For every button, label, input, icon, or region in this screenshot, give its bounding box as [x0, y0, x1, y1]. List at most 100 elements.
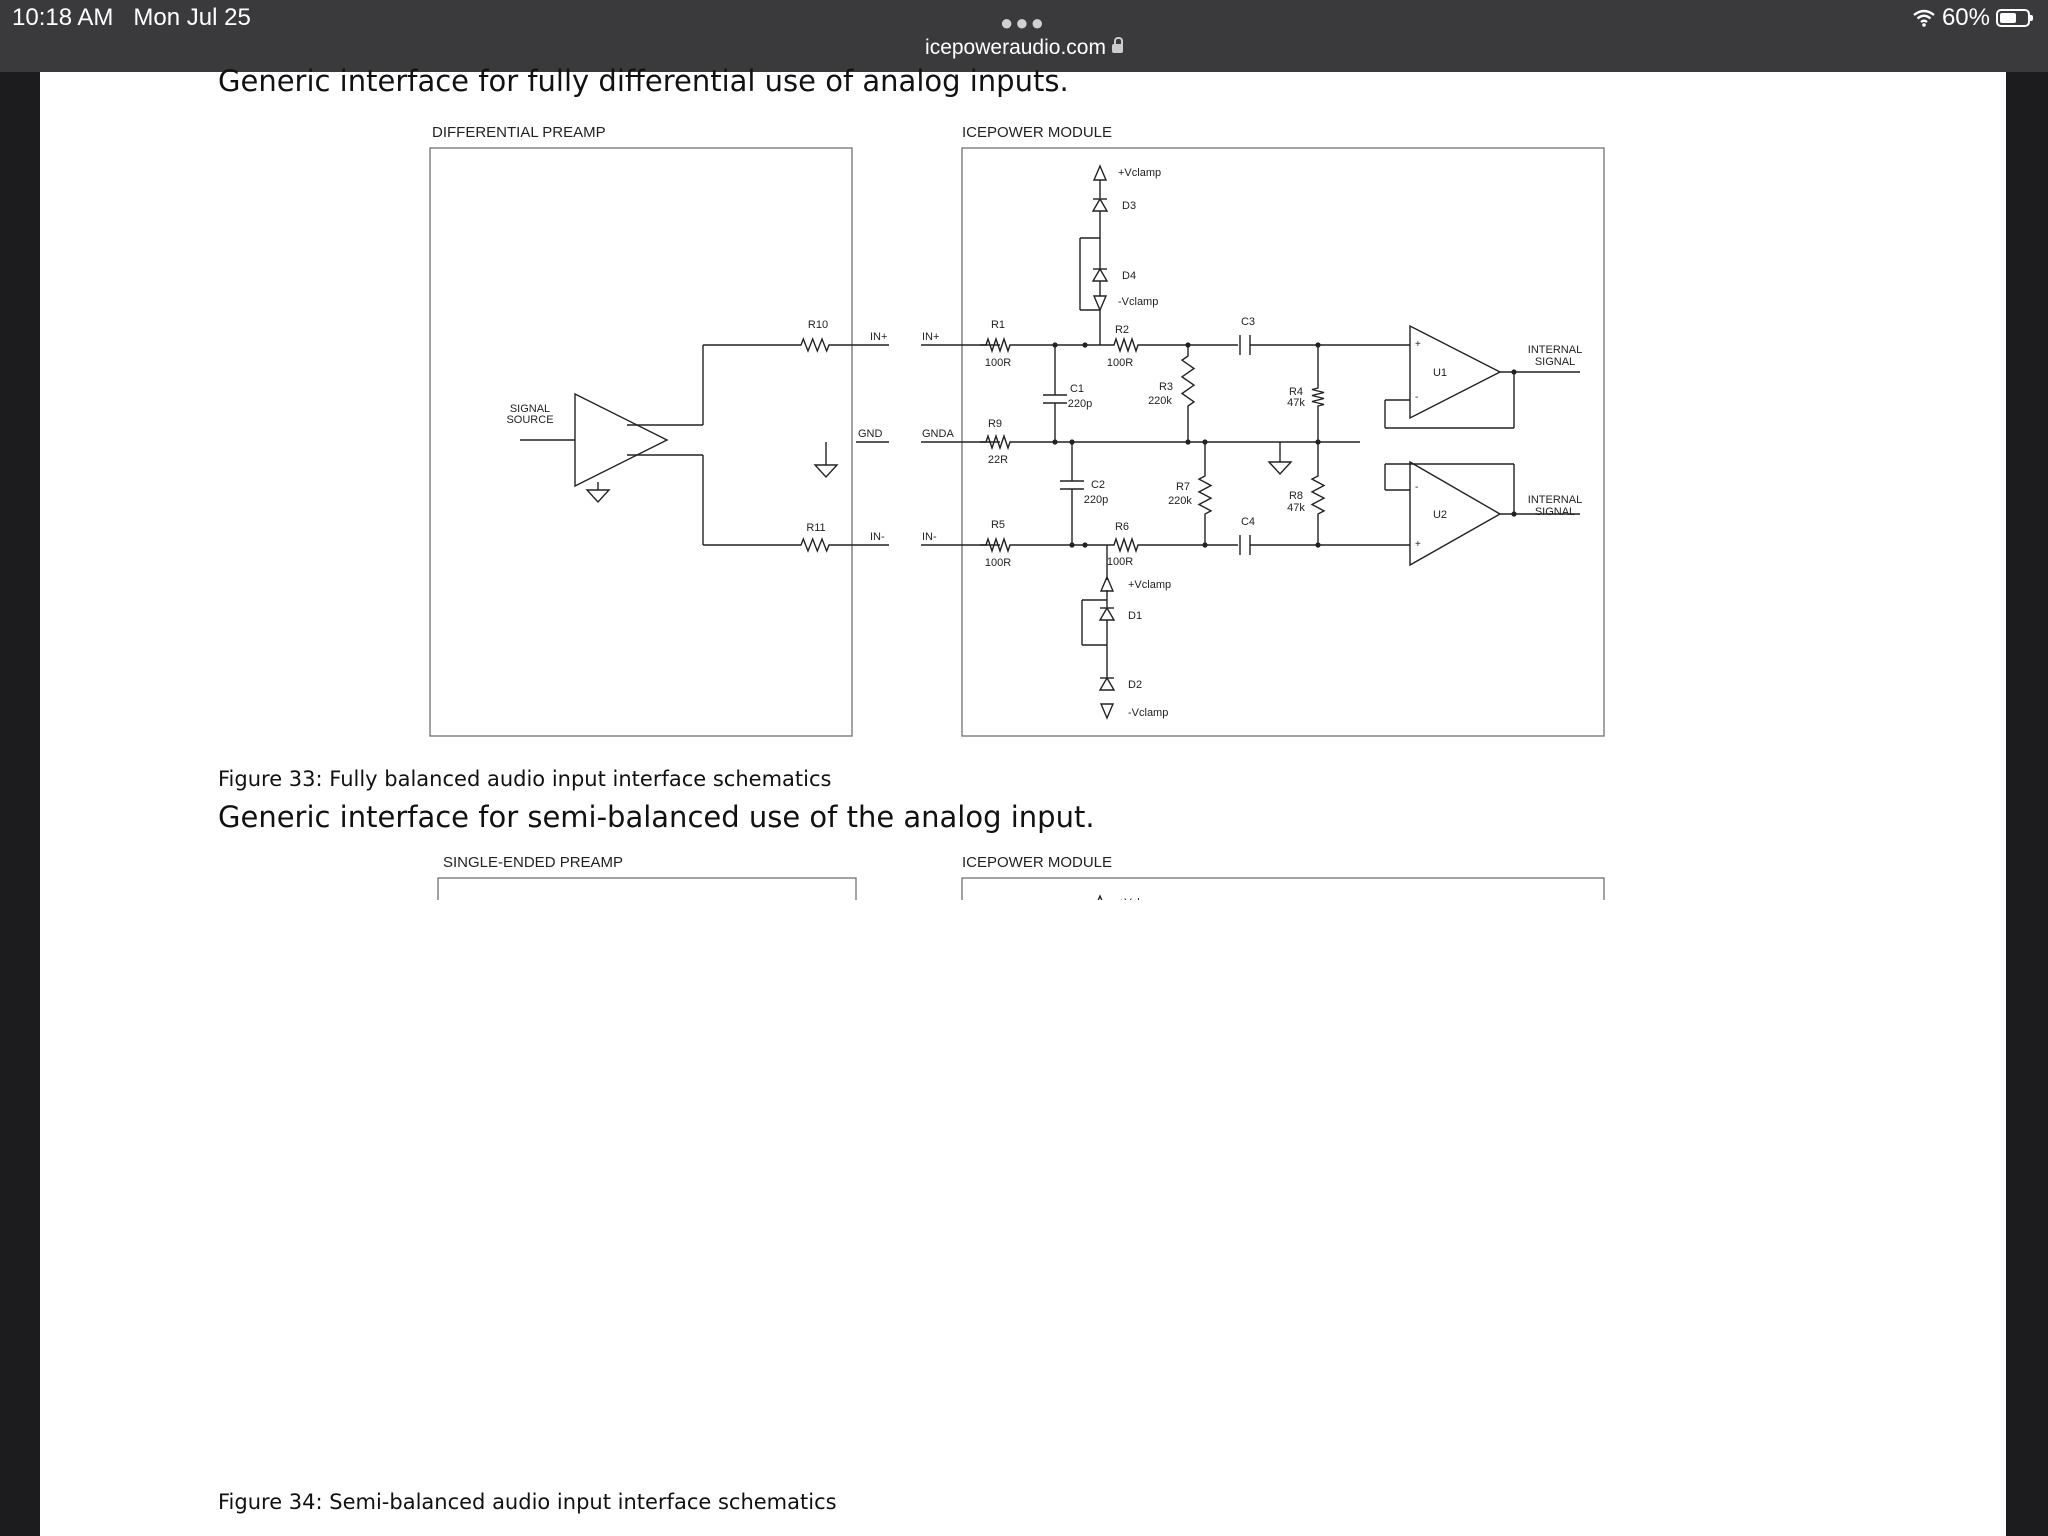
label-signal1: SIGNAL — [1535, 356, 1575, 368]
label-u2: U2 — [1433, 509, 1447, 521]
icepower-module-title: ICEPOWER MODULE — [962, 854, 1112, 871]
junction-dot — [1069, 439, 1075, 445]
section-heading-differential: Generic interface for fully differential… — [218, 64, 1069, 98]
label-plus: + — [1415, 339, 1421, 350]
label-r9v: 22R — [988, 454, 1008, 466]
junction-dot — [1511, 511, 1517, 517]
icepower-module-title: ICEPOWER MODULE — [962, 124, 1112, 141]
differential-preamp-title: DIFFERENTIAL PREAMP — [432, 124, 606, 141]
label-in_plus: IN+ — [922, 331, 939, 343]
label-r5: R5 — [991, 519, 1005, 531]
label-r6: R6 — [1115, 521, 1129, 533]
wifi-icon — [1913, 9, 1935, 27]
junction-dot — [1069, 542, 1075, 548]
status-time-date: 10:18 AM Mon Jul 25 — [12, 4, 271, 32]
resistor-r5 — [980, 536, 1016, 554]
diode-d2 — [1098, 676, 1116, 691]
resistor-r11 — [795, 537, 835, 553]
label-c1: C1 — [1070, 383, 1084, 395]
gnda-ground — [1267, 461, 1293, 476]
label-internal: INTERNAL — [1528, 344, 1582, 356]
junction-dot — [1315, 542, 1321, 548]
ellipsis-icon[interactable]: ●●● — [1000, 10, 1046, 35]
label-c3: C3 — [1241, 316, 1255, 328]
label-d3: D3 — [1122, 200, 1136, 212]
battery-percent: 60% — [1941, 4, 1990, 31]
junction-dot — [1052, 439, 1058, 445]
label-vclamp_neg: -Vclamp — [1128, 707, 1168, 719]
label-vclamp_pos: +Vclamp — [1128, 579, 1171, 591]
figure-34-caption: Figure 34: Semi-balanced audio input int… — [218, 1490, 837, 1514]
label-c2: C2 — [1091, 479, 1105, 491]
label-vclamp_pos: +Vclamp — [1118, 167, 1161, 179]
label-gnda: GNDA — [922, 428, 954, 440]
label-r11: R11 — [806, 522, 825, 534]
status-time: 10:18 AM — [12, 4, 114, 31]
url-text: icepoweraudio.com — [925, 36, 1106, 59]
label-r6v: 100R — [1107, 556, 1133, 568]
label-r2: R2 — [1115, 324, 1129, 336]
figure-33-caption: Figure 33: Fully balanced audio input in… — [218, 767, 832, 791]
label-in_plus: IN+ — [870, 331, 887, 343]
address-bar[interactable]: icepoweraudio.com — [0, 36, 2048, 60]
label-r10: R10 — [808, 319, 828, 331]
label-r3: R3 — [1159, 381, 1173, 393]
label-r4v: 47k — [1287, 397, 1305, 409]
label-c1v: 220p — [1068, 398, 1092, 410]
label-vclamp_pos: +Vclamp — [1118, 897, 1161, 900]
label-in_minus: IN- — [870, 531, 885, 543]
label-minus: - — [1415, 482, 1418, 493]
junction-dot — [1052, 342, 1058, 348]
label-r2v: 100R — [1107, 357, 1133, 369]
resistor-r2 — [1108, 336, 1144, 354]
label-r8: R8 — [1289, 490, 1303, 502]
label-r1: R1 — [991, 319, 1005, 331]
resistor-r8 — [1310, 470, 1326, 520]
icepower-module-box — [961, 877, 1605, 900]
signal-source-label: SIGNAL — [510, 403, 550, 415]
label-r7: R7 — [1176, 481, 1190, 493]
resistor-r6 — [1108, 536, 1144, 554]
section-heading-semi-balanced: Generic interface for semi-balanced use … — [218, 800, 1095, 834]
label-r8v: 47k — [1287, 502, 1305, 514]
junction-dot — [1082, 342, 1088, 348]
resistor-r1 — [980, 336, 1016, 354]
resistor-r9 — [980, 433, 1016, 451]
preamp-ground — [585, 489, 611, 504]
status-bar: 10:18 AM Mon Jul 25 ●●● icepoweraudio.com… — [0, 0, 2048, 72]
figure-33-schematic: DIFFERENTIAL PREAMP ICEPOWER MODULE SIGNAL… — [429, 124, 1605, 737]
label-r1v: 100R — [985, 357, 1011, 369]
vclamp-arrow-down — [1092, 295, 1108, 312]
label-vclamp_neg: -Vclamp — [1118, 296, 1158, 308]
label-c2v: 220p — [1084, 494, 1108, 506]
label-r4: R4 — [1289, 386, 1303, 398]
resistor-r4 — [1311, 382, 1325, 412]
label-r7v: 220k — [1168, 495, 1192, 507]
battery-icon — [1996, 9, 2033, 27]
preamp-box — [437, 877, 857, 900]
label-r5v: 100R — [985, 557, 1011, 569]
vclamp-arrow-down — [1099, 703, 1115, 720]
gnd-symbol — [813, 464, 839, 479]
junction-dot — [1185, 342, 1191, 348]
signal-source-label: SOURCE — [506, 414, 553, 426]
vclamp-arrow — [1097, 894, 1103, 900]
junction-dot — [1202, 542, 1208, 548]
status-indicators: 60% — [1912, 4, 2033, 32]
junction-dot — [1511, 369, 1517, 375]
junction-dot — [1315, 439, 1321, 445]
junction-dot — [1082, 542, 1088, 548]
resistor-r7 — [1197, 470, 1213, 520]
label-r9: R9 — [988, 418, 1002, 430]
label-gnd: GND — [858, 428, 883, 440]
label-signal2: SIGNAL — [1535, 506, 1575, 518]
label-in_minus: IN- — [922, 531, 937, 543]
status-date: Mon Jul 25 — [133, 4, 251, 31]
label-d1: D1 — [1128, 610, 1142, 622]
junction-dot — [1315, 342, 1321, 348]
battery-fill — [2000, 13, 2016, 23]
label-internal: INTERNAL — [1528, 494, 1582, 506]
junction-dot — [1202, 439, 1208, 445]
label-plus: + — [1415, 539, 1421, 550]
